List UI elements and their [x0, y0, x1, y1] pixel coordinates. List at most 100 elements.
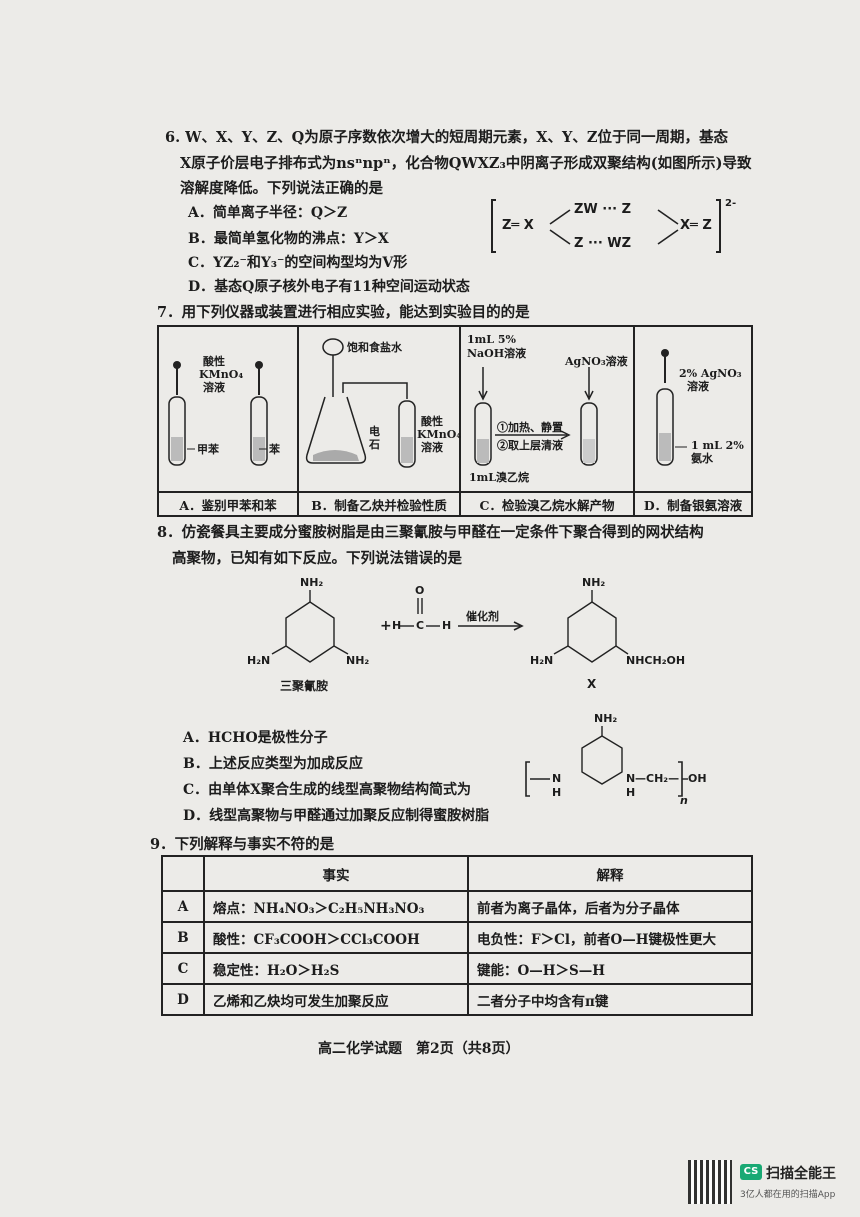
q9-stem: 9．下列解释与事实不符的是	[150, 836, 335, 853]
q9-header-fact: 事实	[203, 855, 469, 892]
q7b-label-electric: 电	[369, 425, 380, 438]
q7c-label-naoh: NaOH溶液	[467, 347, 527, 360]
q7a-label-solution: 溶液	[203, 381, 225, 394]
table-row: C 稳定性：H₂O＞H₂S 键能：O—H＞S—H	[161, 952, 753, 985]
q7c-label-naoh-volume: 1mL 5%	[467, 333, 516, 346]
table-row: B 酸性：CF₃COOH＞CCl₃COOH 电负性：F＞Cl，前者O—H键极性更…	[161, 921, 753, 954]
q6-option-d: D．基态Q原子核外电子有11种空间运动状态	[188, 279, 470, 295]
q7b-label-stone: 石	[369, 438, 380, 451]
q8-polymer-oh: OH	[688, 772, 707, 785]
q9-row-label: A	[161, 890, 205, 923]
q8-polymer-n-left: N	[552, 772, 562, 785]
q6-option-a: A．简单离子半径：Q＞Z	[188, 205, 348, 221]
q7b-label-solution: 溶液	[421, 441, 443, 454]
q6-stem-line1: 6. W、X、Y、Z、Q为原子序数依次增大的短周期元素，X、Y、Z位于同一周期，…	[165, 129, 728, 146]
q7b-label-kmno4: KMnO₄	[417, 428, 462, 441]
q8-polymer-ch2: —CH₂—	[635, 772, 680, 785]
q8-product-h2n: H₂N	[530, 654, 554, 667]
q8-formaldehyde-h-left: H	[392, 619, 402, 632]
q6-dimer-structure: Z═ X ZW ··· Z Z ··· WZ X═ Z 2-	[490, 196, 780, 256]
q8-reactant-nh2-top: NH₂	[300, 576, 324, 589]
q7a-label-acidic: 酸性	[203, 355, 225, 368]
q7d-label-solution: 溶液	[687, 380, 709, 393]
q7c-label-step2: ②取上层清液	[497, 439, 563, 452]
q7b-label-brine: 饱和食盐水	[347, 341, 402, 354]
page-footer: 高二化学试题 第2页（共8页）	[318, 1041, 520, 1057]
q7-panel-a: 酸性 KMnO₄ 溶液 甲苯 苯	[157, 325, 299, 493]
q7c-label-agno3: AgNO₃溶液	[565, 355, 628, 368]
q6-structure-top: ZW ··· Z	[574, 202, 632, 217]
q8-stem-line2: 高聚物，已知有如下反应。下列说法错误的是	[172, 550, 462, 567]
q7-caption-d: D．制备银氨溶液	[633, 491, 753, 517]
q8-reaction-scheme: NH₂ H₂N NH₂ 三聚氰胺 + O H C H 催化剂 NH₂ H₂N N…	[230, 574, 700, 694]
q8-formaldehyde-o: O	[415, 584, 425, 597]
q9-row-label: D	[161, 983, 205, 1016]
q6-option-c: C．YZ₂⁻和Y₃⁻的空间构型均为V形	[188, 255, 408, 271]
q9-table: 事实 解释 A 熔点：NH₄NO₃＞C₂H₅NH₃NO₃ 前者为离子晶体，后者为…	[161, 855, 753, 1016]
q6-stem-line2: X原子价层电子排布式为nsⁿnpⁿ，化合物QWXZ₃中阴离子形成双聚结构(如图所…	[180, 155, 752, 172]
q6-structure-charge: 2-	[725, 198, 737, 209]
q9-row-label: B	[161, 921, 205, 954]
q6-option-b: B．最简单氢化物的沸点：Y＞X	[188, 231, 389, 247]
watermark-tagline: 3亿人都在用的扫描App	[740, 1190, 836, 1200]
q8-polymer-h-right: H	[626, 786, 636, 799]
q9-row-explanation: 前者为离子晶体，后者为分子晶体	[467, 890, 753, 923]
q8-reactant-name: 三聚氰胺	[280, 679, 329, 693]
q7-panel-b: 饱和食盐水 电 石 酸性 KMnO₄ 溶液	[297, 325, 462, 493]
q8-polymer-n-subscript: n	[680, 794, 688, 807]
q9-row-label: C	[161, 952, 205, 985]
q8-product-x: X	[587, 677, 597, 691]
q8-reactant-nh2-right: NH₂	[346, 654, 370, 667]
watermark-app-name: 扫描全能王	[766, 1166, 836, 1182]
q8-plus: +	[380, 618, 392, 634]
q7a-label-benzene: 苯	[269, 443, 280, 456]
q9-row-fact: 稳定性：H₂O＞H₂S	[203, 952, 469, 985]
q9-row-explanation: 二者分子中均含有π键	[467, 983, 753, 1016]
q7-caption-c: C．检验溴乙烷水解产物	[459, 491, 635, 517]
q7-panel-d: 2% AgNO₃ 溶液 1 mL 2% 氨水	[633, 325, 753, 493]
q8-product-nhch2oh: NHCH₂OH	[626, 654, 686, 667]
q7-apparatus-table: 酸性 KMnO₄ 溶液 甲苯 苯 饱和食盐水 电 石 酸性 KMnO₄ 溶液	[157, 325, 753, 517]
q7-panel-c: 1mL 5% NaOH溶液 AgNO₃溶液 ①加热、静置 ②取上层清液 1mL溴…	[459, 325, 635, 493]
q7d-label-agno3: 2% AgNO₃	[679, 367, 742, 380]
q8-polymer-n-right: N	[626, 772, 636, 785]
q8-stem-line1: 8．仿瓷餐具主要成分蜜胺树脂是由三聚氰胺与甲醛在一定条件下聚合得到的网状结构	[157, 524, 704, 541]
q8-product-nh2: NH₂	[582, 576, 606, 589]
q7-caption-b: B．制备乙炔并检验性质	[297, 491, 461, 517]
q7a-label-toluene: 甲苯	[197, 443, 219, 456]
q8-polymer-structure: NH₂ N H N H —CH₂— OH n	[522, 706, 722, 807]
q8-catalyst: 催化剂	[466, 610, 499, 623]
q6-structure-left: Z═ X	[502, 218, 534, 233]
q9-header-row: 事实 解释	[161, 855, 753, 892]
table-row: A 熔点：NH₄NO₃＞C₂H₅NH₃NO₃ 前者为离子晶体，后者为分子晶体	[161, 890, 753, 923]
q9-row-fact: 熔点：NH₄NO₃＞C₂H₅NH₃NO₃	[203, 890, 469, 923]
q8-option-b: B．上述反应类型为加成反应	[183, 756, 363, 772]
q9-row-explanation: 键能：O—H＞S—H	[467, 952, 753, 985]
q9-row-fact: 酸性：CF₃COOH＞CCl₃COOH	[203, 921, 469, 954]
q7d-label-ammonia: 氨水	[691, 452, 713, 465]
qr-code-icon	[688, 1160, 732, 1204]
q8-formaldehyde-h-right: H	[442, 619, 452, 632]
q7-caption-a: A．鉴别甲苯和苯	[157, 491, 299, 517]
q8-option-c: C．由单体X聚合生成的线型高聚物结构简式为	[183, 782, 472, 798]
q8-formaldehyde-c: C	[416, 619, 425, 632]
q7c-label-bromoethane: 1mL溴乙烷	[469, 471, 530, 484]
q9-row-fact: 乙烯和乙炔均可发生加聚反应	[203, 983, 469, 1016]
q8-option-d: D．线型高聚物与甲醛通过加聚反应制得蜜胺树脂	[183, 808, 490, 824]
q8-reactant-h2n: H₂N	[247, 654, 271, 667]
q6-structure-right: X═ Z	[680, 218, 712, 233]
camscanner-logo-icon: CS	[740, 1164, 762, 1180]
q8-polymer-nh2: NH₂	[594, 712, 618, 725]
q7c-label-step1: ①加热、静置	[497, 421, 563, 434]
q7d-label-ammonia-volume: 1 mL 2%	[691, 439, 744, 452]
q9-header-explanation: 解释	[467, 855, 753, 892]
q7-stem: 7．用下列仪器或装置进行相应实验，能达到实验目的的是	[157, 304, 530, 321]
q6-stem-line3: 溶解度降低。下列说法正确的是	[180, 180, 383, 197]
q8-option-a: A．HCHO是极性分子	[183, 730, 328, 746]
q7a-label-kmno4: KMnO₄	[199, 368, 244, 381]
q8-polymer-h-left: H	[552, 786, 562, 799]
q6-structure-bottom: Z ··· WZ	[574, 236, 632, 251]
q7b-label-acidic: 酸性	[421, 415, 443, 428]
q9-row-explanation: 电负性：F＞Cl，前者O—H键极性更大	[467, 921, 753, 954]
table-row: D 乙烯和乙炔均可发生加聚反应 二者分子中均含有π键	[161, 983, 753, 1016]
